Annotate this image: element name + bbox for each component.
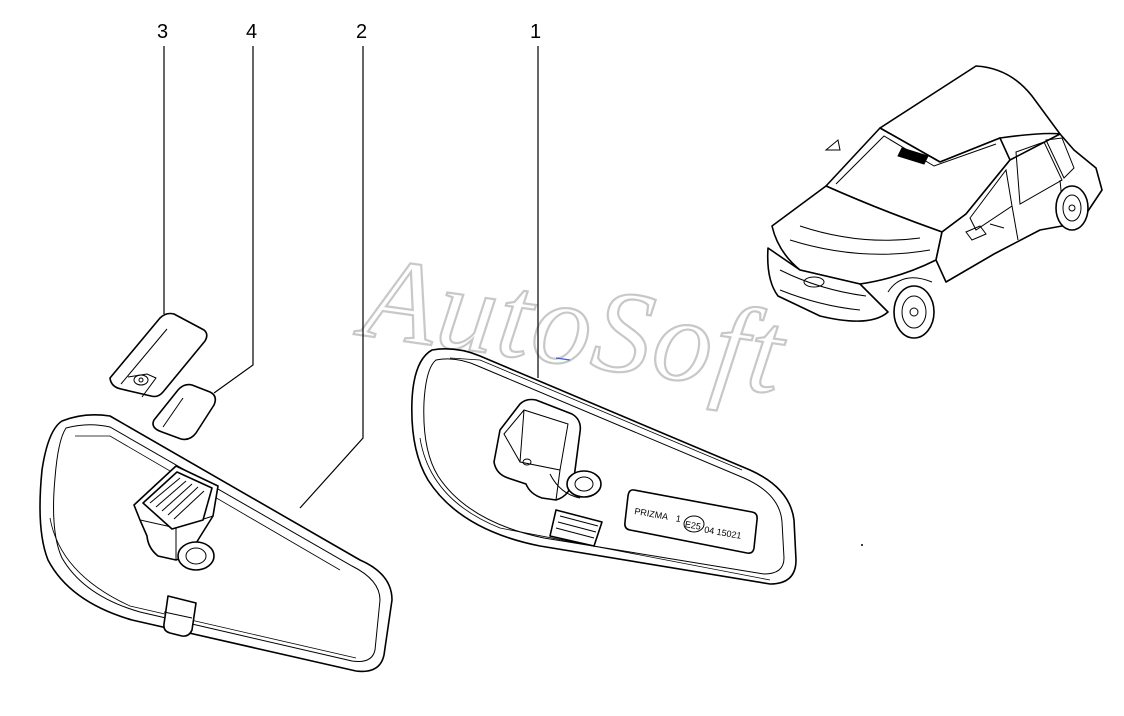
callout-label-4: 4	[246, 21, 257, 43]
stray-dot	[861, 544, 863, 546]
part-1-rear-view-mirror-auto-dimming: PRIZMA 1 E25 04 15021	[411, 348, 797, 585]
mirror-label-plate: PRIZMA 1 E25 04 15021	[624, 489, 758, 554]
callout-label-3: 3	[157, 21, 168, 43]
callout-label-1: 1	[530, 21, 541, 43]
part-4-adhesive-pad	[152, 383, 217, 441]
mirror-label-mark: 1	[675, 513, 682, 524]
mirror-label-approval: E25	[684, 519, 702, 532]
vehicle-location-sketch	[766, 65, 1103, 339]
part-3-mounting-plate	[109, 312, 208, 398]
leader-line-2	[299, 46, 364, 509]
part-2-rear-view-mirror	[39, 414, 393, 673]
leader-line-4	[213, 46, 254, 394]
callout-label-2: 2	[356, 21, 367, 43]
